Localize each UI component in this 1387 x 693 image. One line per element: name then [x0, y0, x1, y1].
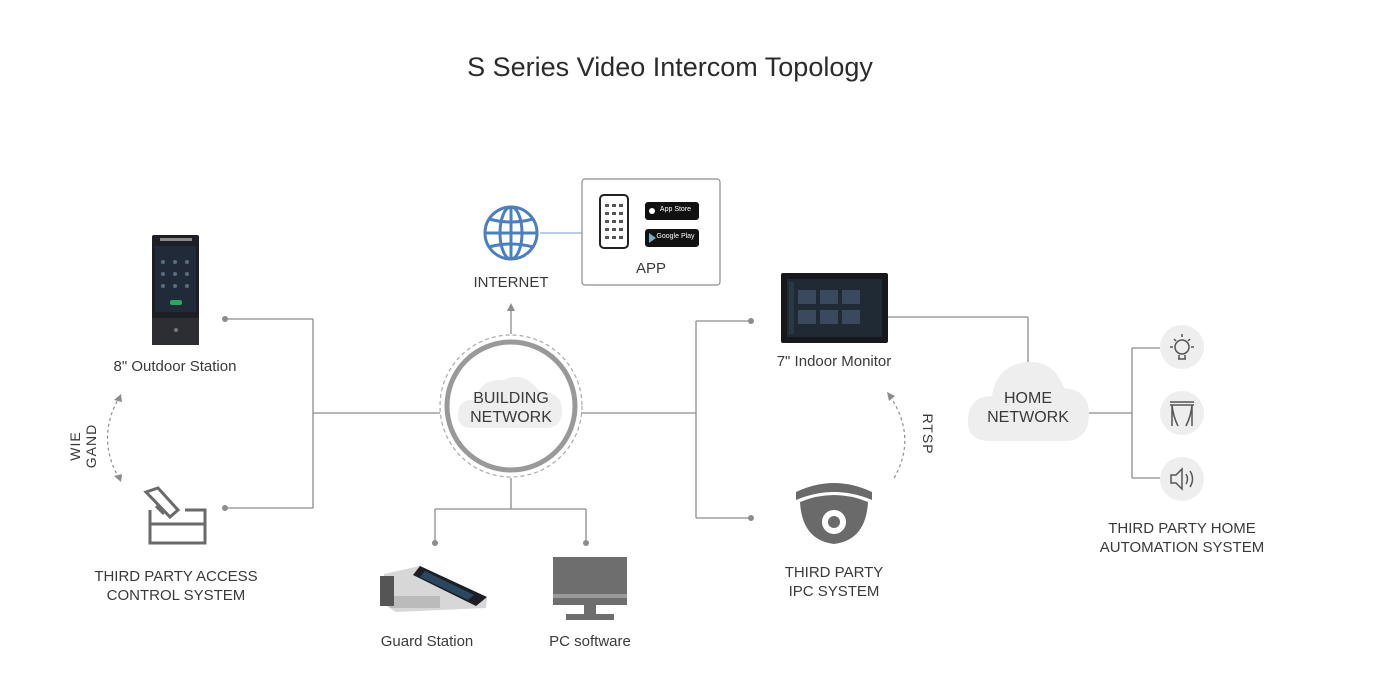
access-control-line1: THIRD PARTY ACCESS	[94, 568, 258, 585]
dome-camera-icon	[796, 483, 872, 544]
page-title: S Series Video Intercom Topology	[467, 52, 873, 82]
rtsp-label: RTSP	[920, 413, 936, 455]
monitor-icon	[553, 557, 627, 620]
home-network-cloud	[967, 361, 1090, 441]
google-play-badge[interactable]	[645, 229, 699, 247]
ipc-line1: THIRD PARTY	[784, 564, 884, 581]
building-network-line1: BUILDING	[473, 390, 549, 407]
outdoor-station-icon	[152, 235, 199, 345]
outdoor-station-label: 8" Outdoor Station	[113, 358, 237, 375]
home-automation-label: THIRD PARTY HOME AUTOMATION SYSTEM	[1082, 519, 1282, 557]
app-store-badge[interactable]	[645, 202, 699, 220]
access-control-label: THIRD PARTY ACCESS CONTROL SYSTEM	[78, 567, 274, 605]
phone-icon	[599, 194, 629, 249]
access-control-line2: CONTROL SYSTEM	[106, 587, 246, 604]
speaker-icon	[1160, 457, 1204, 501]
app-store-text: App Store	[659, 206, 692, 213]
internet-label: INTERNET	[473, 274, 549, 291]
pc-software-label: PC software	[549, 633, 631, 650]
building-network-line2: NETWORK	[470, 409, 552, 426]
app-label: APP	[635, 260, 666, 277]
globe-icon	[483, 205, 539, 261]
building-network-label: BUILDING NETWORK	[461, 389, 561, 427]
indoor-monitor-icon	[781, 273, 888, 343]
wiegand-label: WIE GAND	[67, 423, 99, 469]
google-play-text: Google Play	[656, 233, 695, 240]
building-network-node	[439, 334, 583, 478]
home-network-label: HOME NETWORK	[978, 389, 1078, 427]
home-network-line2: NETWORK	[987, 409, 1069, 426]
curtain-icon	[1160, 391, 1204, 435]
access-control-icon	[143, 486, 207, 545]
indoor-monitor-label: 7" Indoor Monitor	[776, 353, 892, 370]
guard-station-icon	[380, 566, 487, 612]
home-automation-line2: AUTOMATION SYSTEM	[1099, 539, 1265, 556]
home-automation-line1: THIRD PARTY HOME	[1108, 520, 1256, 537]
ipc-label: THIRD PARTY IPC SYSTEM	[764, 563, 904, 601]
home-network-line1: HOME	[1004, 390, 1052, 407]
guard-station-label: Guard Station	[380, 633, 474, 650]
light-bulb-icon	[1160, 325, 1204, 369]
ipc-line2: IPC SYSTEM	[788, 583, 880, 600]
